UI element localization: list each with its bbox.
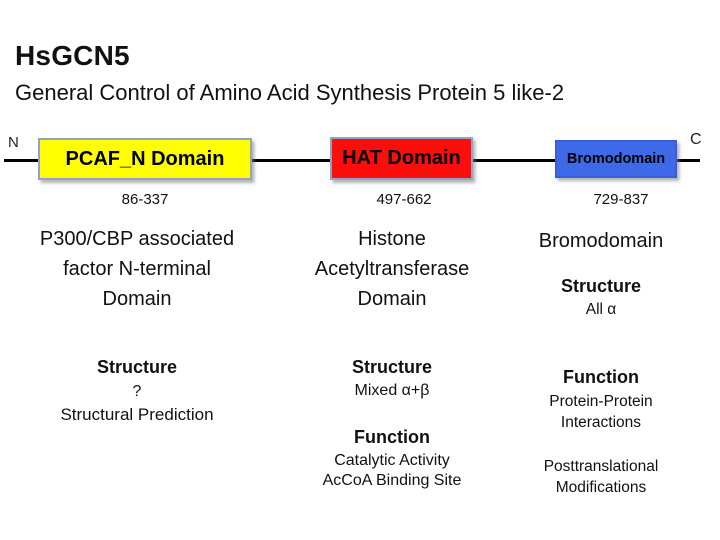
hat-structure-heading: Structure <box>351 357 432 377</box>
hat-structure-line: Mixed α+β <box>354 382 430 399</box>
domain-box-pcaf-n: PCAF_N Domain <box>38 138 252 180</box>
bromodomain-function-line: Modifications <box>555 479 647 496</box>
pcaf-n-structure-line: Structural Prediction <box>60 405 214 424</box>
domain-box-hat: HAT Domain <box>330 137 473 180</box>
bromodomain-function-line: Posttranslational <box>543 458 659 475</box>
page-title: HsGCN5 <box>15 40 130 71</box>
bromodomain-structure-line: All α <box>585 301 617 318</box>
hat-description: Histone Acetyltransferase Domain <box>272 224 512 314</box>
domain-range-pcaf-n: 86-337 <box>121 191 169 208</box>
n-terminus-label: N <box>8 134 19 151</box>
hat-function-line: Catalytic Activity <box>334 452 450 469</box>
description-line: factor N-terminal <box>63 258 211 280</box>
hat-function-heading: Function <box>354 427 430 447</box>
c-terminus-label: C <box>690 131 702 148</box>
domain-range-hat: 497-662 <box>376 191 432 208</box>
domain-label-bromodomain: Bromodomain <box>566 151 666 167</box>
pcaf-n-structure-line: ? <box>132 383 142 400</box>
domain-label-hat: HAT Domain <box>342 147 461 169</box>
bromodomain-description: Bromodomain <box>486 226 716 256</box>
description-line: P300/CBP associated <box>39 228 235 250</box>
domain-range-bromodomain: 729-837 <box>593 191 649 208</box>
bromodomain-function-line: Interactions <box>560 414 642 431</box>
page-subtitle: General Control of Amino Acid Synthesis … <box>15 80 565 105</box>
description-line: Bromodomain <box>538 230 664 252</box>
hat-function-line: AcCoA Binding Site <box>322 472 462 489</box>
description-line: Acetyltransferase <box>314 258 470 280</box>
domain-box-bromodomain: Bromodomain <box>555 140 677 178</box>
pcaf-n-structure-heading: Structure <box>96 357 177 377</box>
domain-label-pcaf-n: PCAF_N Domain <box>65 147 225 170</box>
bromodomain-function-heading: Function <box>563 367 639 387</box>
bromodomain-structure-heading: Structure <box>560 276 641 296</box>
description-line: Domain <box>102 288 172 310</box>
description-line: Domain <box>357 288 427 310</box>
bromodomain-function-line: Protein-Protein <box>549 393 653 410</box>
pcaf-n-description: P300/CBP associated factor N-terminal Do… <box>17 224 257 314</box>
description-line: Histone <box>358 228 426 250</box>
